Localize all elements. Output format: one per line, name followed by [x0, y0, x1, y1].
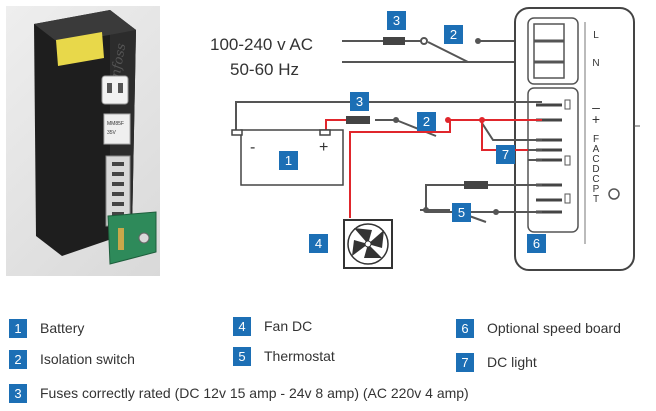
legend-badge: 1 [9, 318, 27, 338]
terminal-label-A: A [593, 144, 600, 155]
legend-item-battery: 1 Battery [9, 318, 84, 338]
svg-text:2: 2 [450, 27, 457, 42]
badge-speed-board: 6 [527, 234, 546, 253]
svg-text:7: 7 [502, 147, 509, 162]
legend-badge: 4 [233, 316, 251, 336]
terminal-label-N: N [592, 58, 599, 69]
legend-badge: 3 [9, 383, 27, 403]
legend-label: Isolation switch [40, 351, 135, 367]
product-photo: Danfoss MM85F 35V [6, 6, 160, 276]
terminal-label-plus: + [592, 111, 600, 127]
legend-badge: 5 [233, 346, 251, 366]
dc-wires-dark [235, 101, 542, 223]
badge-thermostat: 5 [452, 203, 471, 222]
fan-icon [343, 219, 393, 269]
badge-dc-light: 7 [496, 145, 515, 164]
dc-fuse [346, 116, 370, 124]
unit-screw [608, 188, 620, 200]
terminal-label-P: P [593, 184, 600, 195]
legend-label: Thermostat [264, 348, 335, 364]
svg-text:3: 3 [393, 13, 400, 28]
legend-item-fuses: 3 Fuses correctly rated (DC 12v 15 amp -… [9, 383, 469, 403]
ac-voltage-text: 100-240 v AC [210, 35, 313, 54]
legend-label: Fuses correctly rated (DC 12v 15 amp - 2… [40, 385, 469, 401]
svg-text:4: 4 [315, 236, 322, 251]
ac-switch-contact [475, 38, 481, 44]
svg-text:1: 1 [285, 153, 292, 168]
svg-text:6: 6 [533, 236, 540, 251]
terminal-label-F: F [593, 134, 599, 145]
terminal-label-minus: – [592, 99, 600, 115]
ac-frequency-text: 50-60 Hz [230, 60, 299, 79]
ac-wires [342, 40, 542, 63]
ac-fuse [383, 37, 405, 45]
terminal-label-C2: C [592, 174, 599, 185]
legend-label: DC light [487, 354, 537, 370]
badge-fan: 4 [309, 234, 328, 253]
legend-badge: 6 [456, 318, 474, 338]
thermostat-fuse [464, 181, 488, 189]
battery-plus: + [319, 139, 328, 156]
badge-fuse-dc: 3 [350, 92, 369, 111]
terminal-label-D: D [592, 164, 599, 175]
badge-battery: 1 [279, 151, 298, 170]
svg-text:3: 3 [356, 94, 363, 109]
legend-item-fan: 4 Fan DC [233, 316, 312, 336]
battery-minus: - [250, 139, 255, 156]
legend-badge: 7 [456, 352, 474, 372]
dc-terminals [536, 103, 562, 214]
badge-fuse-ac: 3 [387, 11, 406, 30]
terminal-label-C1: C [592, 154, 599, 165]
ac-terminal-block [527, 17, 579, 85]
legend-item-isolation-switch: 2 Isolation switch [9, 349, 135, 369]
terminal-label-L: L [593, 30, 599, 41]
svg-text:2: 2 [423, 114, 430, 129]
ac-switch-pivot [420, 37, 428, 45]
legend-label: Optional speed board [487, 320, 621, 336]
badge-isolation-switch-ac: 2 [444, 25, 463, 44]
terminal-label-T: T [593, 194, 599, 205]
wiring-diagram: 100-240 v AC 50-60 Hz L N – + F [210, 7, 640, 271]
photo-label-2: 35V [107, 130, 117, 136]
legend-label: Fan DC [264, 318, 313, 334]
legend-item-dc-light: 7 DC light [456, 352, 537, 372]
legend-label: Battery [40, 320, 85, 336]
legend-item-thermostat: 5 Thermostat [233, 346, 335, 366]
legend-item-speed-board: 6 Optional speed board [456, 318, 621, 338]
badge-isolation-switch-dc: 2 [417, 112, 436, 131]
photo-label-1: MM85F [107, 121, 124, 127]
svg-text:5: 5 [458, 205, 465, 220]
legend-badge: 2 [9, 349, 27, 369]
